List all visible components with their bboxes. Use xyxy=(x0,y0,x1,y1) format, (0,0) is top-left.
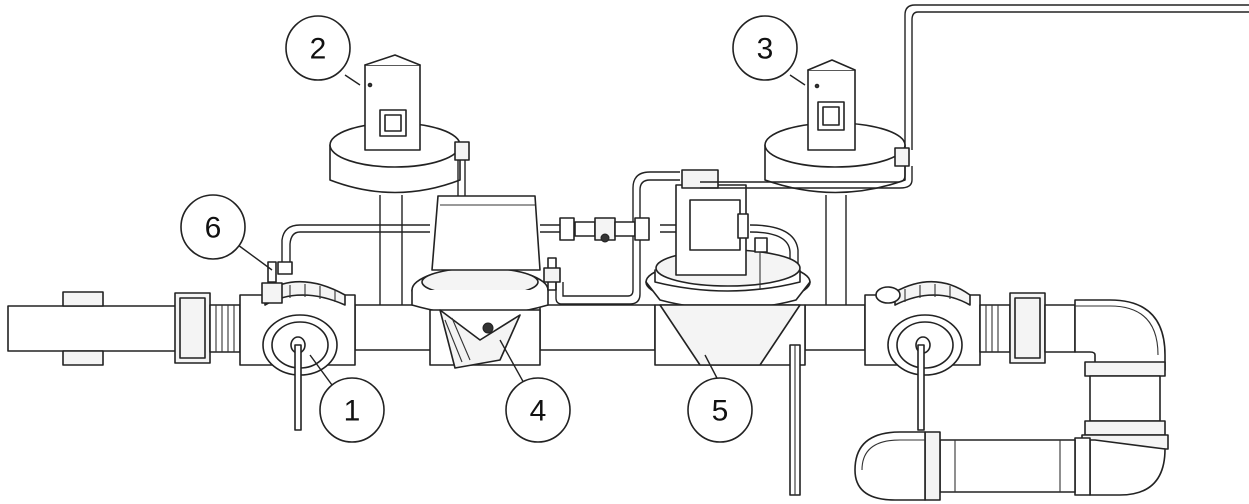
meter-body xyxy=(411,171,680,369)
callout-label: 4 xyxy=(530,395,547,428)
callout-label: 3 xyxy=(757,33,774,66)
inline-needle-valve xyxy=(559,217,650,243)
callout-label: 5 xyxy=(712,395,729,428)
callout-3: 3 xyxy=(732,15,806,86)
callout-6: 6 xyxy=(180,194,273,271)
actuator-2 xyxy=(329,54,470,196)
callout-label: 2 xyxy=(310,33,327,66)
callout-1: 1 xyxy=(309,354,385,443)
regulating-valve xyxy=(645,169,811,496)
actuator-3 xyxy=(700,59,913,194)
ball-valve-left xyxy=(239,261,356,431)
sensing-line xyxy=(281,224,799,290)
outlet-pipe xyxy=(854,292,1169,501)
inlet-pipe xyxy=(7,291,241,366)
callout-label: 6 xyxy=(205,212,222,245)
upper-pipe xyxy=(904,4,1249,150)
callout-4: 4 xyxy=(499,339,571,443)
callout-2: 2 xyxy=(285,15,361,86)
callout-5: 5 xyxy=(687,354,753,443)
ball-valve-right xyxy=(864,280,981,431)
actuator-supports xyxy=(379,195,847,305)
callout-label: 1 xyxy=(344,395,361,428)
